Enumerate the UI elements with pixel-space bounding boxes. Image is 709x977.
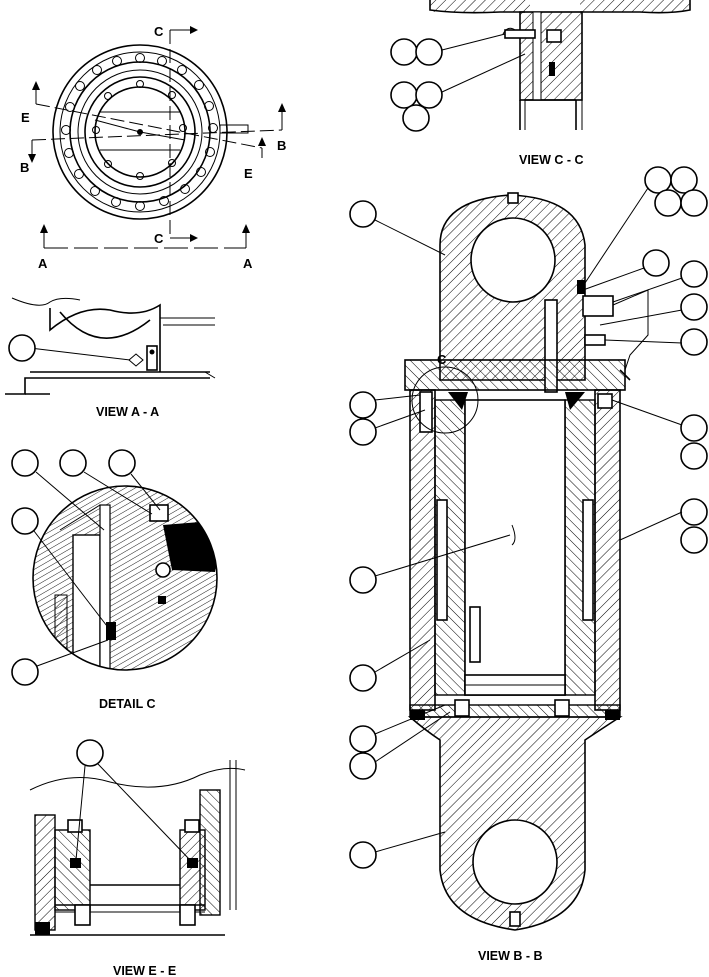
callout-balloon bbox=[349, 725, 377, 753]
section-mark-b-right: B bbox=[277, 138, 286, 153]
callout-balloon bbox=[415, 81, 443, 109]
callout-balloon bbox=[680, 498, 708, 526]
end-view bbox=[52, 44, 249, 220]
view-e-e: VIEW E - E bbox=[29, 739, 246, 977]
section-mark-e-left: E bbox=[21, 110, 30, 125]
callout-balloon bbox=[349, 566, 377, 594]
detail-c-title: DETAIL C bbox=[99, 697, 155, 711]
section-mark-e-right: E bbox=[244, 166, 253, 181]
detail-c: DETAIL C bbox=[11, 449, 218, 711]
section-line-e: E E bbox=[21, 81, 266, 181]
callout-balloon bbox=[390, 81, 418, 109]
detail-c-marker: C bbox=[437, 352, 447, 367]
callout-balloon bbox=[8, 334, 36, 362]
callout-balloon bbox=[349, 664, 377, 692]
callout-balloon bbox=[680, 328, 708, 356]
view-e-e-title: VIEW E - E bbox=[113, 964, 176, 977]
callout-balloon bbox=[349, 841, 377, 869]
callout-balloon bbox=[642, 249, 670, 277]
view-a-a-title: VIEW A - A bbox=[96, 405, 159, 419]
section-mark-c-bottom: C bbox=[154, 231, 164, 246]
callout-balloon bbox=[680, 526, 708, 554]
callout-balloon bbox=[654, 189, 682, 217]
callout-balloon bbox=[11, 658, 39, 686]
callout-balloon bbox=[11, 507, 39, 535]
bolt-holes bbox=[61, 53, 218, 211]
callout-balloon bbox=[390, 38, 418, 66]
callout-balloon bbox=[402, 104, 430, 132]
callout-balloon bbox=[680, 293, 708, 321]
callout-balloon bbox=[680, 414, 708, 442]
view-c-c-title: VIEW C - C bbox=[519, 153, 584, 167]
callout-balloon bbox=[349, 752, 377, 780]
callout-balloon bbox=[415, 38, 443, 66]
callout-balloon bbox=[76, 739, 104, 767]
view-c-c: VIEW C - C bbox=[390, 0, 691, 167]
section-line-b: B B bbox=[20, 103, 286, 175]
section-mark-c-top: C bbox=[154, 24, 164, 39]
section-line-a: A A bbox=[38, 224, 253, 271]
callout-balloon bbox=[670, 166, 698, 194]
callout-balloon bbox=[349, 418, 377, 446]
callout-balloon bbox=[680, 442, 708, 470]
section-mark-a-left: A bbox=[38, 256, 48, 271]
section-mark-a-right: A bbox=[243, 256, 253, 271]
callout-balloon bbox=[108, 449, 136, 477]
callout-balloon bbox=[644, 166, 672, 194]
view-a-a: VIEW A - A bbox=[5, 297, 216, 419]
callout-balloon bbox=[349, 391, 377, 419]
view-b-b-title: VIEW B - B bbox=[478, 949, 543, 963]
callout-balloon bbox=[680, 260, 708, 288]
callout-balloon bbox=[349, 200, 377, 228]
callout-balloon bbox=[680, 189, 708, 217]
callout-balloon bbox=[59, 449, 87, 477]
callout-balloon bbox=[11, 449, 39, 477]
view-b-b: C bbox=[349, 166, 708, 963]
section-mark-b-left: B bbox=[20, 160, 29, 175]
section-line-c: C C bbox=[154, 24, 198, 246]
